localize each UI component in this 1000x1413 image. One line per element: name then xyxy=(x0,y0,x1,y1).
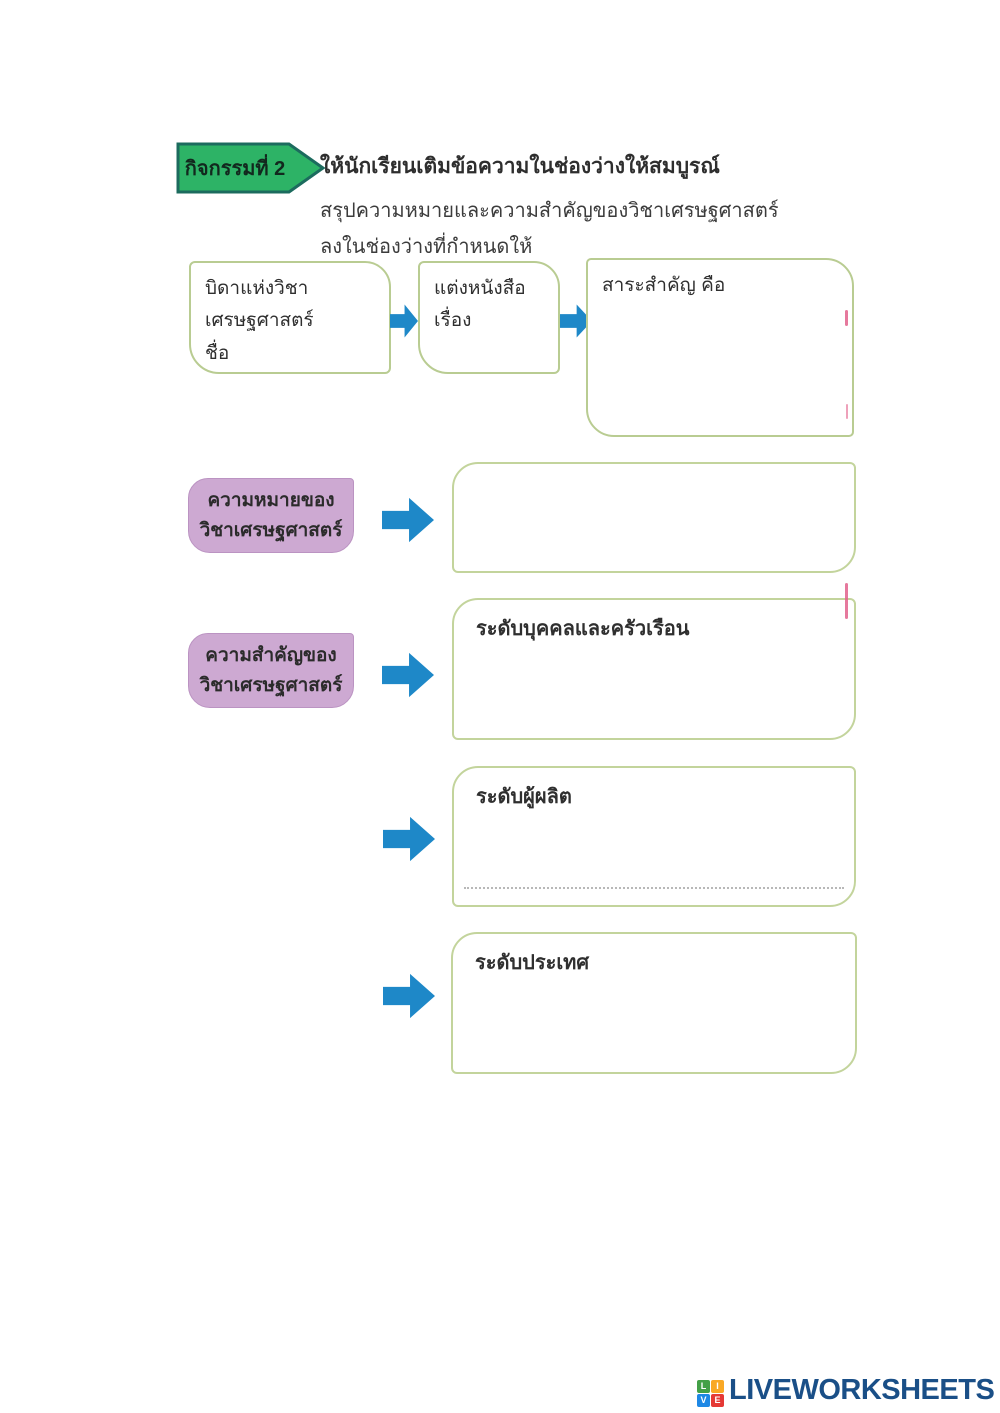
pen-mark xyxy=(845,310,848,326)
topic-importance-line1: ความสำคัญของ xyxy=(205,645,337,667)
liveworksheets-icon: L I V E xyxy=(697,1379,724,1407)
banner-pennant-shape xyxy=(176,142,326,194)
topic-importance-line2: วิชาเศรษฐศาสตร์ xyxy=(199,674,343,696)
pen-mark xyxy=(845,583,848,619)
topic-box-importance: ความสำคัญของ วิชาเศรษฐศาสตร์ xyxy=(188,633,354,708)
arrow-right-icon xyxy=(383,973,435,1019)
flow-box-father-of-economics[interactable]: บิดาแห่งวิชาเศรษฐศาสตร์ ชื่อ xyxy=(189,261,391,374)
activity-banner: กิจกรรมที่ 2 xyxy=(176,142,326,194)
flow-box2-label: แต่งหนังสือเรื่อง xyxy=(434,278,526,332)
arrow-right-icon xyxy=(382,497,434,543)
topic-meaning-line2: วิชาเศรษฐศาสตร์ xyxy=(199,519,343,541)
answer-box-meaning[interactable] xyxy=(452,462,856,573)
logo-letter-e: E xyxy=(711,1393,724,1407)
logo-letter-i: I xyxy=(711,1379,724,1393)
topic-meaning-line1: ความหมายของ xyxy=(207,490,335,512)
pen-mark xyxy=(846,404,848,419)
liveworksheets-wordmark: LIVEWORKSHEETS xyxy=(729,1373,995,1406)
answer-box-producer-level[interactable]: ระดับผู้ผลิต xyxy=(452,766,856,907)
answer-box-household-label: ระดับบุคคลและครัวเรือน xyxy=(476,618,690,640)
logo-letter-v: V xyxy=(697,1393,710,1407)
arrow-right-icon xyxy=(382,652,434,698)
flow-box1-line1: บิดาแห่งวิชาเศรษฐศาสตร์ xyxy=(205,278,314,332)
activity-banner-label: กิจกรรมที่ 2 xyxy=(184,158,286,180)
answer-box-country-level[interactable]: ระดับประเทศ xyxy=(451,932,857,1074)
flow-box-book-title[interactable]: แต่งหนังสือเรื่อง xyxy=(418,261,560,374)
answer-box-producer-label: ระดับผู้ผลิต xyxy=(476,786,572,808)
instruction-title: ให้นักเรียนเติมข้อความในช่องว่างให้สมบูร… xyxy=(320,155,720,178)
instruction-line2: สรุปความหมายและความสำคัญของวิชาเศรษฐศาสต… xyxy=(320,200,779,222)
arrow-right-icon xyxy=(390,304,418,338)
flow-box1-line2: ชื่อ xyxy=(205,342,230,364)
topic-box-meaning: ความหมายของ วิชาเศรษฐศาสตร์ xyxy=(188,478,354,553)
arrow-right-icon xyxy=(383,816,435,862)
flow-box3-label: สาระสำคัญ คือ xyxy=(602,275,726,296)
logo-letter-l: L xyxy=(697,1379,710,1393)
liveworksheets-logo: L I V E LIVEWORKSHEETS xyxy=(697,1370,995,1410)
answer-box-household-level[interactable]: ระดับบุคคลและครัวเรือน xyxy=(452,598,856,740)
flow-box-key-points[interactable]: สาระสำคัญ คือ xyxy=(586,258,854,437)
answer-box-country-label: ระดับประเทศ xyxy=(475,952,590,974)
instruction-line3: ลงในช่องว่างที่กำหนดให้ xyxy=(320,236,533,258)
dotted-answer-line xyxy=(464,887,844,889)
